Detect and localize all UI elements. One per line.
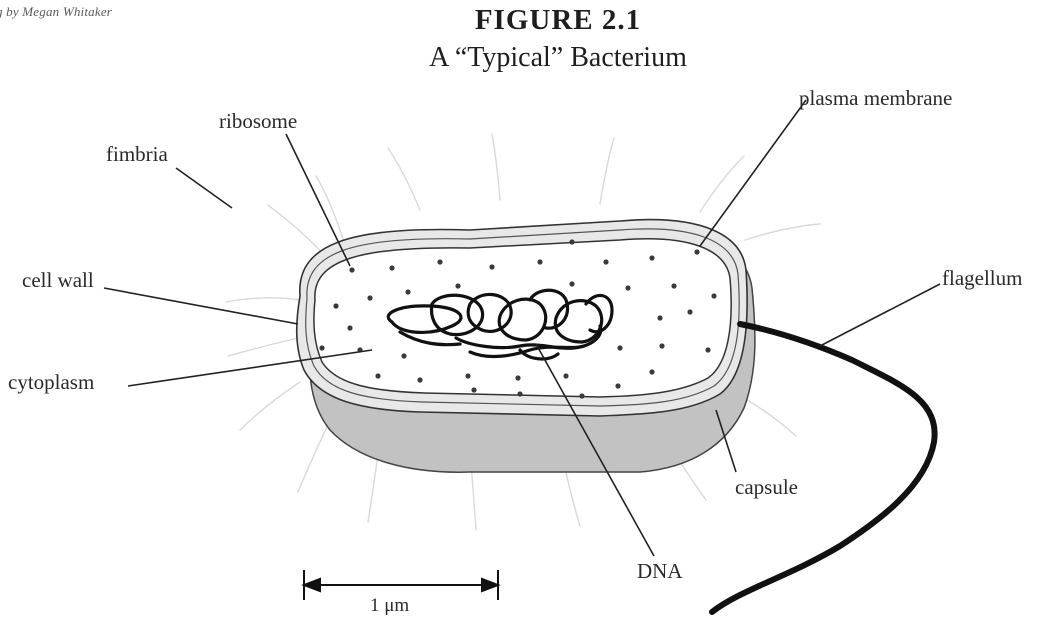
leader-flagellum — [820, 284, 940, 346]
label-cytoplasm: cytoplasm — [8, 370, 94, 395]
label-ribosome: ribosome — [219, 109, 297, 134]
label-dna: DNA — [637, 559, 683, 584]
leader-ribosome — [286, 134, 350, 266]
leader-fimbria — [176, 168, 232, 208]
scale-bar-label: 1 μm — [370, 595, 409, 617]
illustration-credit: g by Megan Whitaker — [0, 4, 112, 20]
label-plasma-membrane: plasma membrane — [799, 86, 952, 111]
plasma-membrane — [314, 239, 731, 397]
label-cell-wall: cell wall — [22, 268, 94, 293]
label-fimbria: fimbria — [106, 142, 168, 167]
leader-cell-wall — [104, 288, 298, 324]
label-capsule: capsule — [735, 475, 798, 500]
label-flagellum: flagellum — [942, 266, 1022, 291]
figure-title: FIGURE 2.1 — [468, 4, 648, 37]
figure-subtitle: A “Typical” Bacterium — [388, 42, 728, 74]
leader-plasma-membrane — [700, 100, 806, 246]
